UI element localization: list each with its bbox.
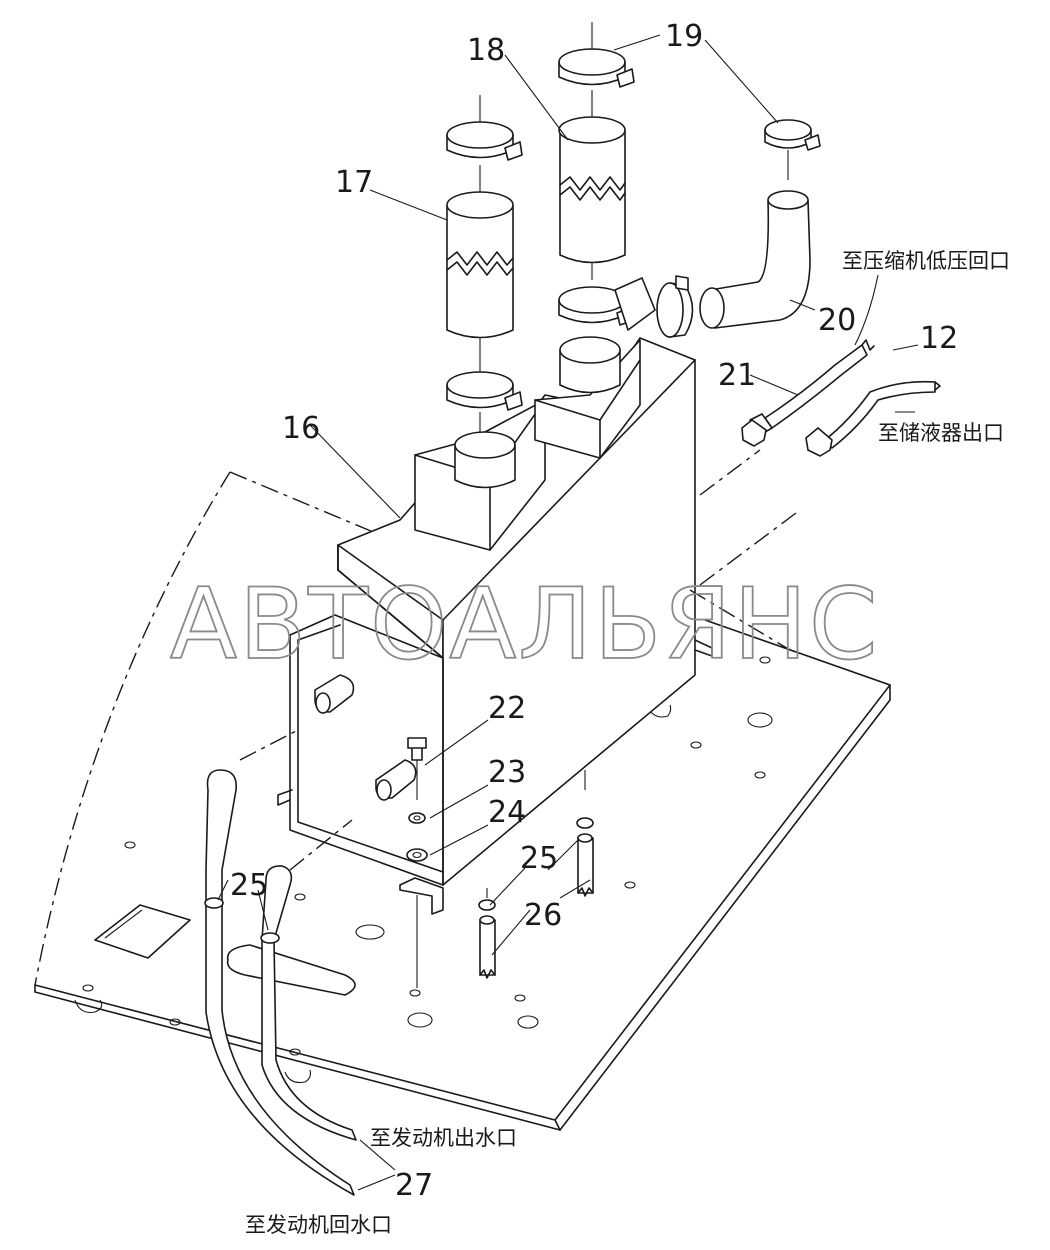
watermark-text: АВТОАЛЬЯНС <box>170 568 879 682</box>
label-engine-water-outlet: 至发动机出水口 <box>370 1126 517 1150</box>
label-receiver-outlet: 至储液器出口 <box>878 421 1004 445</box>
part-label-27: 27 <box>395 1168 433 1203</box>
part-label-18: 18 <box>467 33 505 68</box>
part-number-labels: 17 18 19 20 16 21 12 22 23 24 25 25 26 2… <box>230 19 958 1203</box>
label-compressor-low-return: 至压缩机低压回口 <box>842 249 1010 273</box>
part-label-24: 24 <box>488 795 526 830</box>
hose-clamps <box>446 22 821 433</box>
hose-17 <box>446 165 514 372</box>
heater-core-box <box>239 336 801 915</box>
base-plate <box>34 471 891 1131</box>
part-label-20: 20 <box>818 303 856 338</box>
destination-labels: 至压缩机低压回口 至储液器出口 至发动机出水口 至发动机回水口 <box>245 249 1010 1237</box>
part-label-25-left: 25 <box>230 868 268 903</box>
label-engine-water-return: 至发动机回水口 <box>245 1213 392 1237</box>
part-label-25-right: 25 <box>520 841 558 876</box>
part-label-16: 16 <box>282 411 320 446</box>
part-label-17: 17 <box>335 165 373 200</box>
leader-lines <box>217 34 919 1191</box>
part-label-26: 26 <box>524 898 562 933</box>
water-hoses-27 <box>204 769 357 1196</box>
refrigerant-lines <box>741 339 941 457</box>
part-label-19: 19 <box>665 19 703 54</box>
fasteners <box>406 737 594 988</box>
part-label-22: 22 <box>488 691 526 726</box>
part-label-12: 12 <box>920 321 958 356</box>
part-label-23: 23 <box>488 755 526 790</box>
hose-18 <box>558 90 626 280</box>
elbow-hose-20 <box>699 190 811 329</box>
part-label-21: 21 <box>718 358 756 393</box>
